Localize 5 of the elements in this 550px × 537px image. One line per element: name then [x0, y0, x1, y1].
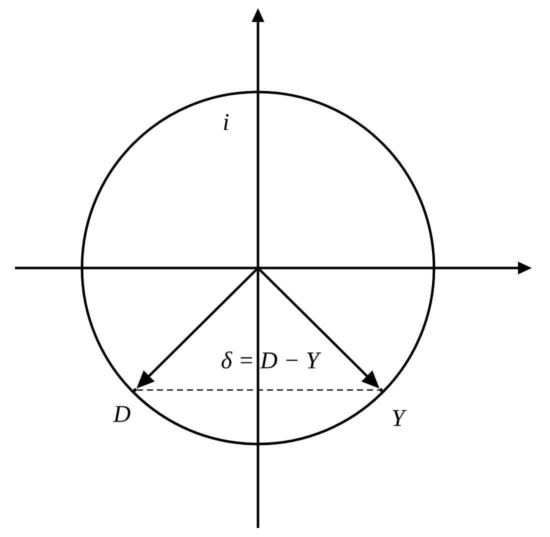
- point-label: Y: [392, 410, 407, 426]
- axis-label: i: [224, 114, 229, 130]
- formula-label: δ = D − Y: [222, 352, 322, 368]
- dashed-line: [136, 389, 380, 391]
- point-label: D: [113, 406, 130, 422]
